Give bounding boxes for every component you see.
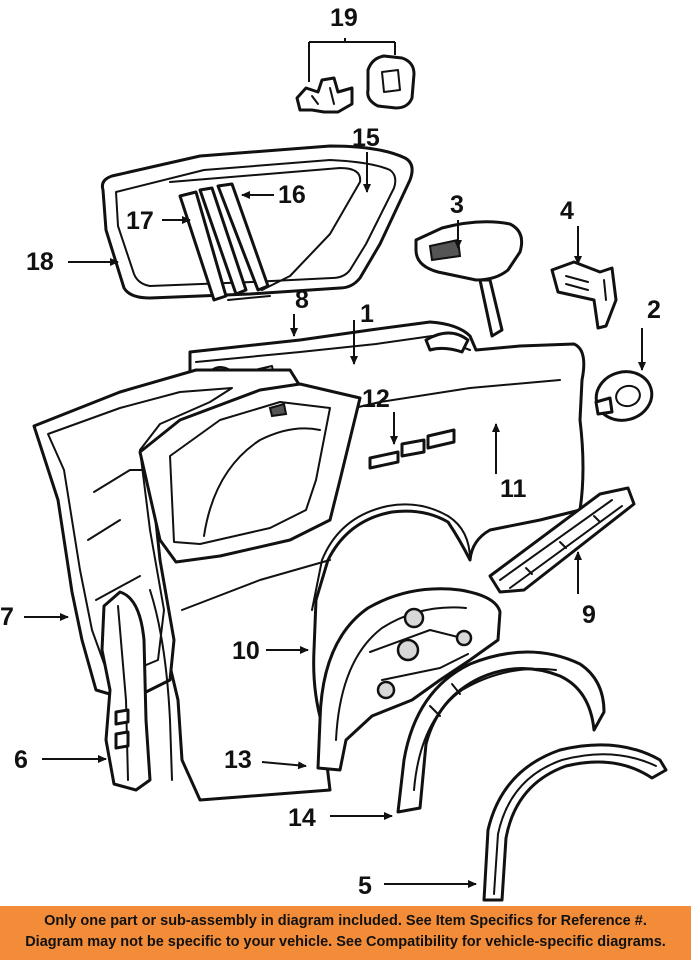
callout-16: 16 <box>278 181 306 209</box>
wheelhouse-inner-part-13 <box>316 587 502 772</box>
fuel-door-part-2 <box>594 370 654 422</box>
emblem-part-19 <box>295 54 416 114</box>
callout-7: 7 <box>0 603 14 631</box>
parts-diagram: 19 15 16 17 18 3 4 2 8 1 12 11 7 9 10 6 … <box>0 4 668 902</box>
disclaimer-line-1: Only one part or sub-assembly in diagram… <box>44 913 647 929</box>
window-weatherstrip-part-15 <box>169 167 362 291</box>
callout-8: 8 <box>295 286 309 314</box>
window-molding-part-16 <box>216 182 271 301</box>
wheel-molding-part-5 <box>482 743 668 902</box>
callout-19: 19 <box>330 4 358 32</box>
quarter-window-part-18 <box>100 144 414 300</box>
callout-18: 18 <box>26 248 54 276</box>
callout-12: 12 <box>362 385 390 413</box>
callout-5: 5 <box>358 872 372 900</box>
leader-13 <box>261 761 307 770</box>
callout-4: 4 <box>560 197 574 225</box>
wheelhouse-window-area <box>138 382 362 564</box>
callout-17: 17 <box>126 207 154 235</box>
callout-14: 14 <box>288 804 316 832</box>
disclaimer-line-2: Diagram may not be specific to your vehi… <box>25 934 666 950</box>
wheelhouse-outer-part-14 <box>396 650 606 814</box>
pillar-line <box>149 589 173 781</box>
callout-10: 10 <box>232 637 260 665</box>
callout-9: 9 <box>582 601 596 629</box>
lock-pillar-part-6 <box>100 590 152 792</box>
disclaimer-banner: Only one part or sub-assembly in diagram… <box>0 906 691 960</box>
window-seal-part-17 <box>178 186 248 302</box>
callout-11: 11 <box>500 475 527 503</box>
callout-2: 2 <box>647 296 661 324</box>
callout-1: 1 <box>360 300 374 328</box>
callout-6: 6 <box>14 746 28 774</box>
bracket-part-4 <box>550 260 618 330</box>
callout-15: 15 <box>352 124 380 152</box>
callout-3: 3 <box>450 191 464 219</box>
extension-part-9 <box>488 486 636 594</box>
emblem-part-12 <box>368 428 456 470</box>
leader-line-19 <box>308 38 396 82</box>
fuel-door-housing-part-3 <box>414 220 524 338</box>
callout-13: 13 <box>224 746 252 774</box>
